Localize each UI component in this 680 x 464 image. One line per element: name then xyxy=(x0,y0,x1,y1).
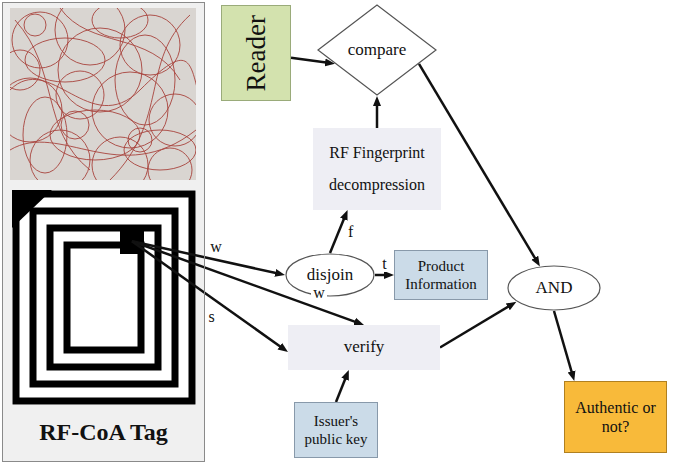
node-text: compare xyxy=(348,40,407,60)
edge-label: s xyxy=(206,309,216,325)
flow-arrow xyxy=(132,241,357,322)
edge-label: t xyxy=(380,256,388,272)
flow-arrow xyxy=(330,216,345,253)
edge-label: f xyxy=(346,224,355,240)
flow-arrow xyxy=(336,376,346,402)
node-text: AND xyxy=(536,278,573,298)
flow-arrow xyxy=(440,305,510,347)
result-box: Authentic or not? xyxy=(564,381,667,453)
flow-arrow xyxy=(554,311,572,374)
rfid-antenna xyxy=(12,190,196,405)
node-text: Authentic or not? xyxy=(565,398,666,436)
node-text: Issuer's public key xyxy=(295,412,377,448)
flow-arrow xyxy=(291,58,328,63)
node-text: RF Fingerprint decompression xyxy=(313,137,441,201)
fiber-strands xyxy=(10,8,196,180)
edge-label: w xyxy=(208,239,224,255)
node-text: verify xyxy=(344,337,385,357)
flow-arrow xyxy=(132,241,282,348)
node-text: disjoin xyxy=(307,265,353,285)
reader-box: Reader xyxy=(221,5,291,101)
data-box: Issuer's public key xyxy=(294,402,378,458)
fiber-image xyxy=(10,8,196,180)
flow-arrow xyxy=(376,103,379,128)
process-box: RF Fingerprint decompression xyxy=(313,128,441,210)
edge-label: w xyxy=(311,285,327,301)
node-text: Product Information xyxy=(395,257,487,293)
process-box: verify xyxy=(288,325,440,370)
node-text: RF-CoA Tag xyxy=(39,418,168,447)
decision-diamond: compare xyxy=(317,4,437,96)
node-text: Reader xyxy=(240,15,272,91)
data-box: Product Information xyxy=(394,250,488,300)
tag-panel xyxy=(2,2,205,462)
and-ellipse: AND xyxy=(507,265,601,311)
flow-arrow xyxy=(375,274,387,277)
process-ellipse: disjoin xyxy=(285,253,375,297)
tag-panel-box: RF-CoA Tag xyxy=(2,2,205,462)
